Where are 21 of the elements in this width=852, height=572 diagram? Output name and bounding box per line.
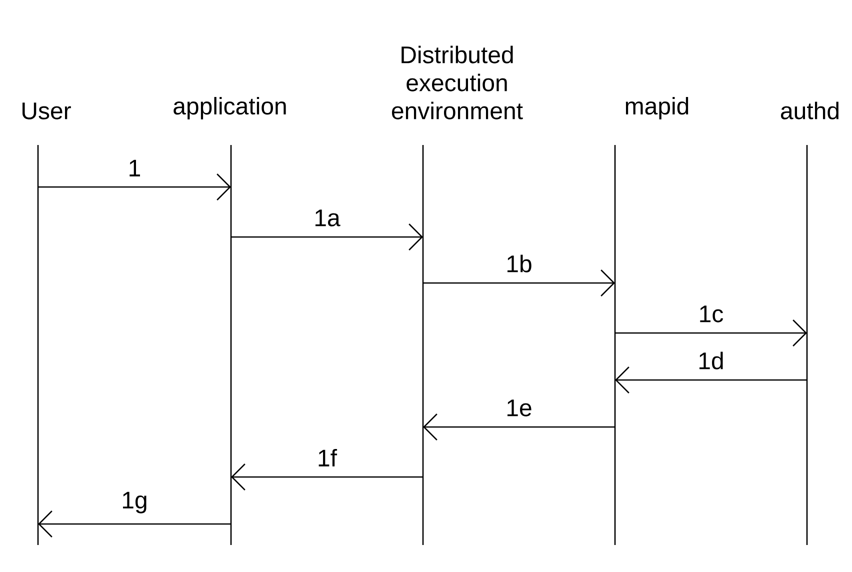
lifeline-header: authd bbox=[781, 102, 838, 120]
message-label: 1e bbox=[508, 400, 532, 416]
lifeline-header: User bbox=[22, 102, 71, 120]
message-label: 1c bbox=[700, 306, 724, 322]
message-label: 1b bbox=[508, 254, 532, 272]
message-arrow bbox=[615, 366, 807, 394]
message-arrow bbox=[231, 464, 423, 490]
message-arrow bbox=[231, 224, 423, 250]
message-arrow bbox=[423, 270, 615, 296]
message-label: 1 bbox=[130, 160, 140, 176]
message-label: 1d bbox=[700, 352, 723, 370]
message-arrow bbox=[423, 414, 615, 440]
message-arrow bbox=[38, 510, 231, 538]
lifeline-header: mapid bbox=[626, 96, 688, 120]
message-arrow bbox=[615, 320, 807, 346]
lifeline-header: application bbox=[174, 96, 286, 120]
message-label: 1g bbox=[123, 492, 146, 514]
lifeline-header: Distributed execution environment bbox=[392, 46, 523, 120]
message-arrow bbox=[38, 174, 231, 200]
message-label: 1f bbox=[318, 448, 338, 466]
message-label: 1a bbox=[316, 210, 340, 226]
